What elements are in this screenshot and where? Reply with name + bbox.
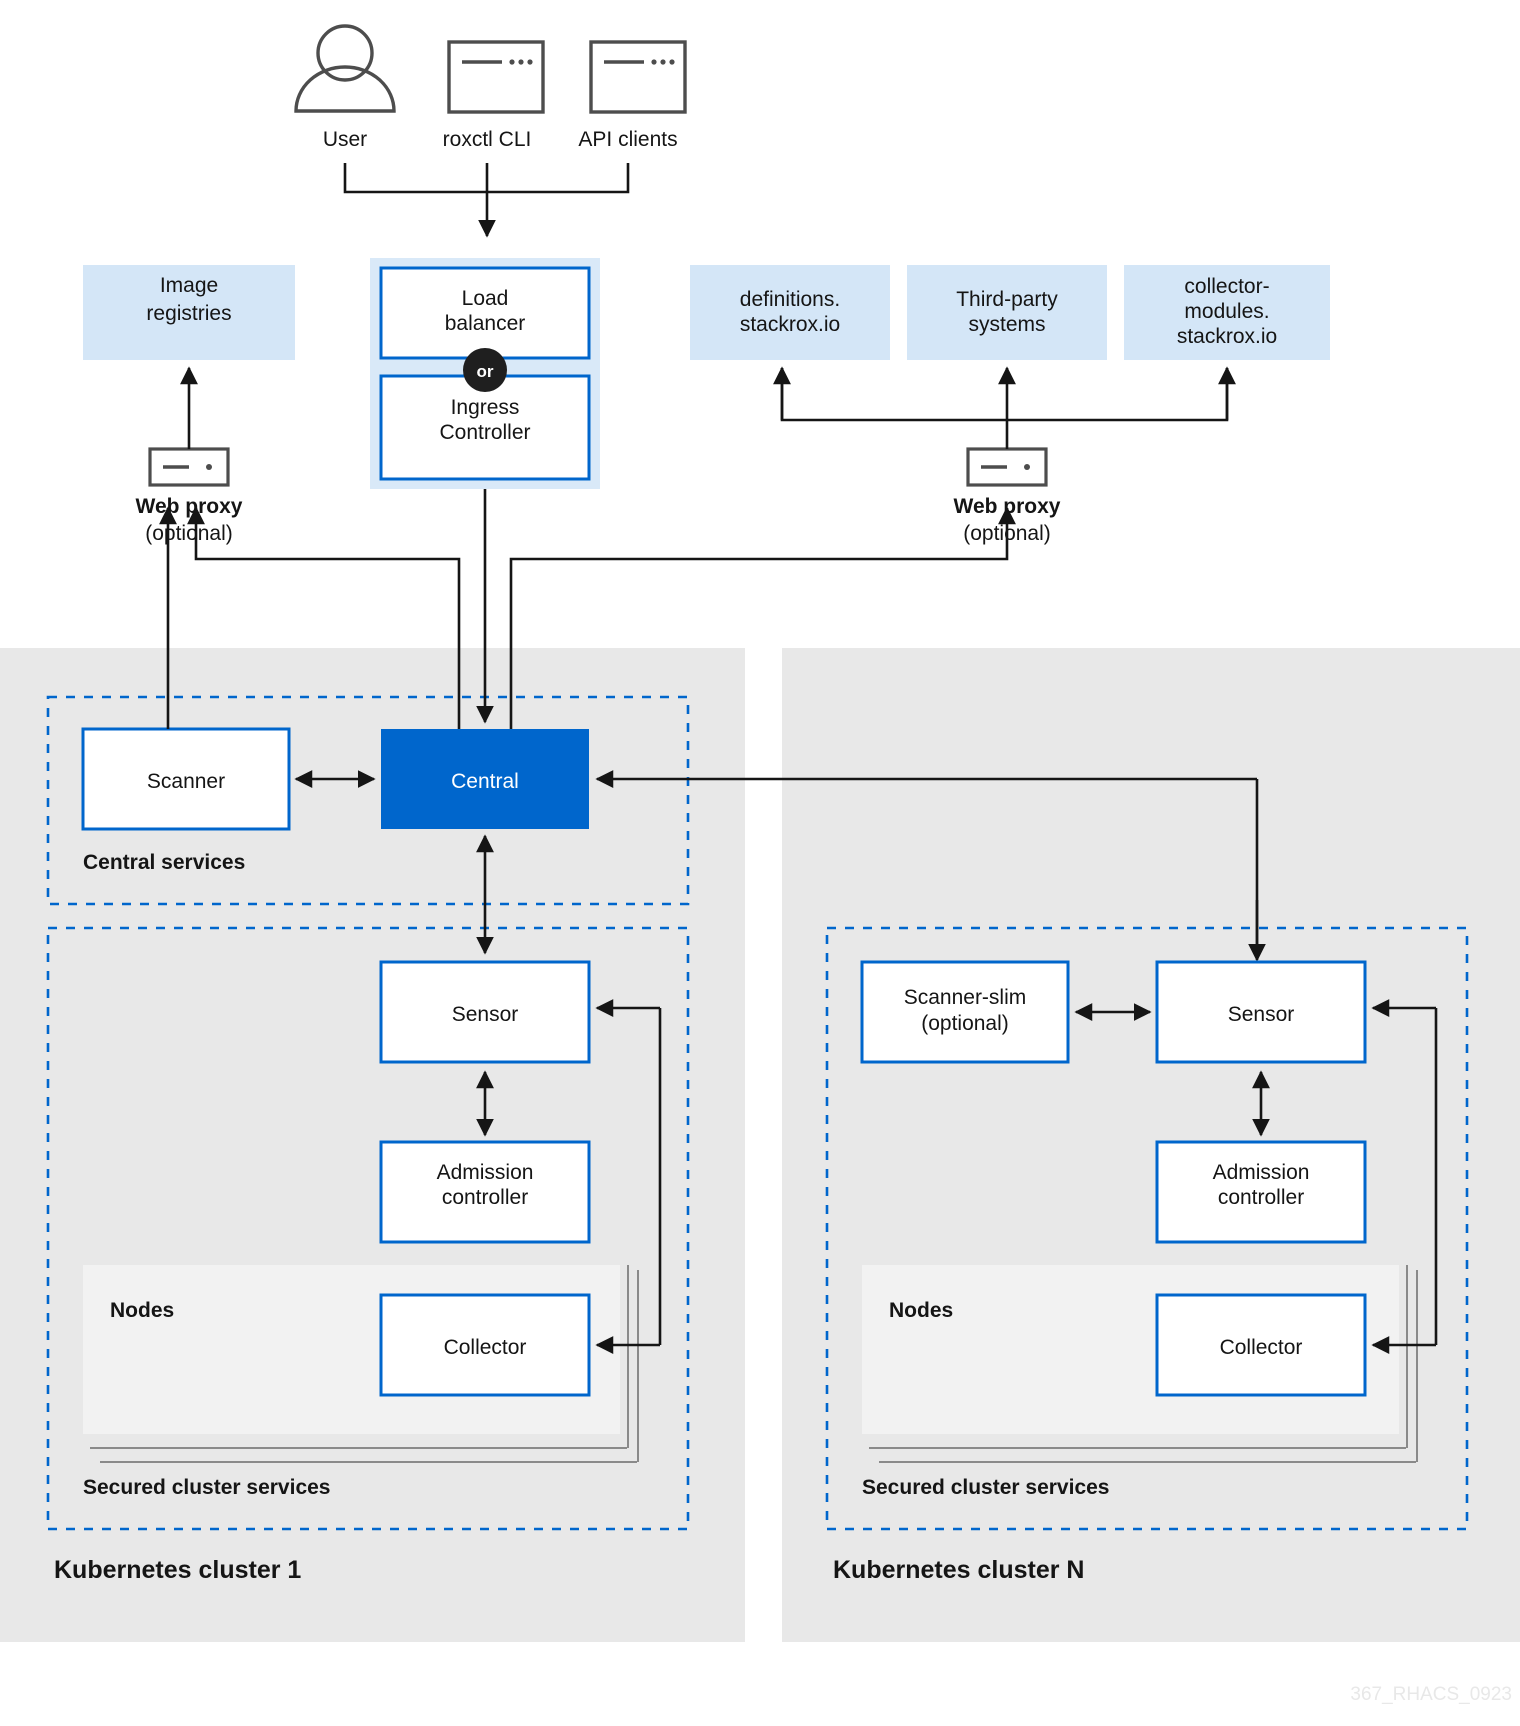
central-services-zone-label: Central services bbox=[83, 851, 245, 874]
central-services-zone bbox=[46, 695, 690, 906]
cluster-n-secured-zone bbox=[825, 926, 1469, 1531]
cluster-1-secured-zone-label: Secured cluster services bbox=[83, 1476, 331, 1499]
cluster-1-sensor-box bbox=[379, 960, 591, 1064]
actor-label-user: User bbox=[323, 128, 367, 151]
load-balancer-line1: Load bbox=[462, 287, 509, 310]
cluster-n-admission-line2: controller bbox=[1218, 1186, 1304, 1209]
ingress-controller-line2: Controller bbox=[439, 421, 530, 444]
cluster-n-nodes-stack: Nodes Collector bbox=[862, 1265, 1418, 1463]
collector-modules-line3: stackrox.io bbox=[1177, 325, 1277, 348]
third-party-line2: systems bbox=[968, 313, 1045, 336]
collector-modules-line2: modules. bbox=[1184, 300, 1269, 323]
cluster-n-label: Kubernetes cluster N bbox=[833, 1556, 1084, 1584]
central-label: Central bbox=[451, 770, 519, 793]
cluster-n-scanner-slim-line1: Scanner-slim bbox=[904, 986, 1027, 1009]
person-icon bbox=[294, 24, 396, 113]
cluster-1-collector-label: Collector bbox=[444, 1336, 527, 1359]
definitions-stackrox-box: definitions. stackrox.io bbox=[690, 265, 890, 360]
cluster-n-nodes-label: Nodes bbox=[889, 1299, 953, 1322]
scanner-to-proxy-left-elbow-arrow bbox=[187, 506, 461, 729]
central-to-proxy-right-elbow-arrow bbox=[509, 506, 1016, 729]
scanner-box bbox=[81, 727, 291, 831]
collector-modules-line1: collector- bbox=[1184, 275, 1269, 298]
collector-modules-box: collector- modules. stackrox.io bbox=[1124, 265, 1330, 360]
cluster-1-label: Kubernetes cluster 1 bbox=[54, 1556, 301, 1584]
third-party-line1: Third-party bbox=[956, 288, 1058, 311]
cluster-n-collector-box bbox=[1155, 1293, 1367, 1397]
actor-label-roxctl: roxctl CLI bbox=[443, 128, 532, 151]
actor-label-api-clients: API clients bbox=[578, 128, 677, 151]
definitions-line2: stackrox.io bbox=[740, 313, 840, 336]
definitions-line1: definitions. bbox=[740, 288, 840, 311]
cluster-1-admission-box bbox=[379, 1140, 591, 1244]
ingress-controller-line1: Ingress bbox=[451, 396, 520, 419]
cluster-n-scanner-slim-box bbox=[860, 960, 1070, 1064]
terminal-window-icon bbox=[589, 40, 687, 114]
cluster-n-sensor-label: Sensor bbox=[1228, 1003, 1295, 1026]
cluster-n-sensor-box bbox=[1155, 960, 1367, 1064]
cluster-1-nodes-label: Nodes bbox=[110, 1299, 174, 1322]
cluster-n-admission-box bbox=[1155, 1140, 1367, 1244]
cluster-1-admission-line1: Admission bbox=[437, 1161, 534, 1184]
cluster-1-admission-line2: controller bbox=[442, 1186, 528, 1209]
cluster-n-collector-label: Collector bbox=[1220, 1336, 1303, 1359]
or-badge bbox=[463, 348, 507, 392]
watermark-label: 367_RHACS_0923 bbox=[1350, 1684, 1512, 1705]
cluster-n-admission-line1: Admission bbox=[1213, 1161, 1310, 1184]
proxy-right-bus bbox=[780, 368, 1229, 422]
web-proxy-left: Web proxy (optional) bbox=[136, 447, 243, 545]
ingress-group: Load balancer Ingress Controller or bbox=[370, 258, 600, 489]
cluster-1-sensor-label: Sensor bbox=[452, 1003, 519, 1026]
cluster-n-panel bbox=[782, 648, 1520, 1642]
image-registries-box: Image registries bbox=[83, 265, 295, 360]
web-proxy-left-line2: (optional) bbox=[145, 522, 233, 545]
load-balancer-box bbox=[379, 266, 591, 360]
load-balancer-line2: balancer bbox=[445, 312, 526, 335]
image-registries-label2: registries bbox=[146, 302, 231, 325]
image-registries-label: Image bbox=[160, 274, 218, 297]
actors-to-loadbalancer-connector bbox=[343, 163, 630, 238]
central-box bbox=[381, 729, 589, 829]
or-badge-label: or bbox=[477, 362, 494, 381]
terminal-window-icon bbox=[447, 40, 545, 114]
cluster-1-collector-box bbox=[379, 1293, 591, 1397]
scanner-label: Scanner bbox=[147, 770, 225, 793]
cluster-n-secured-zone-label: Secured cluster services bbox=[862, 1476, 1110, 1499]
third-party-systems-box: Third-party systems bbox=[907, 265, 1107, 360]
cluster-1-secured-zone bbox=[46, 926, 690, 1531]
cluster-1-nodes-stack: Nodes Collector bbox=[83, 1265, 639, 1463]
cluster-n-scanner-slim-line2: (optional) bbox=[921, 1012, 1009, 1035]
web-proxy-left-line1: Web proxy bbox=[136, 495, 243, 518]
